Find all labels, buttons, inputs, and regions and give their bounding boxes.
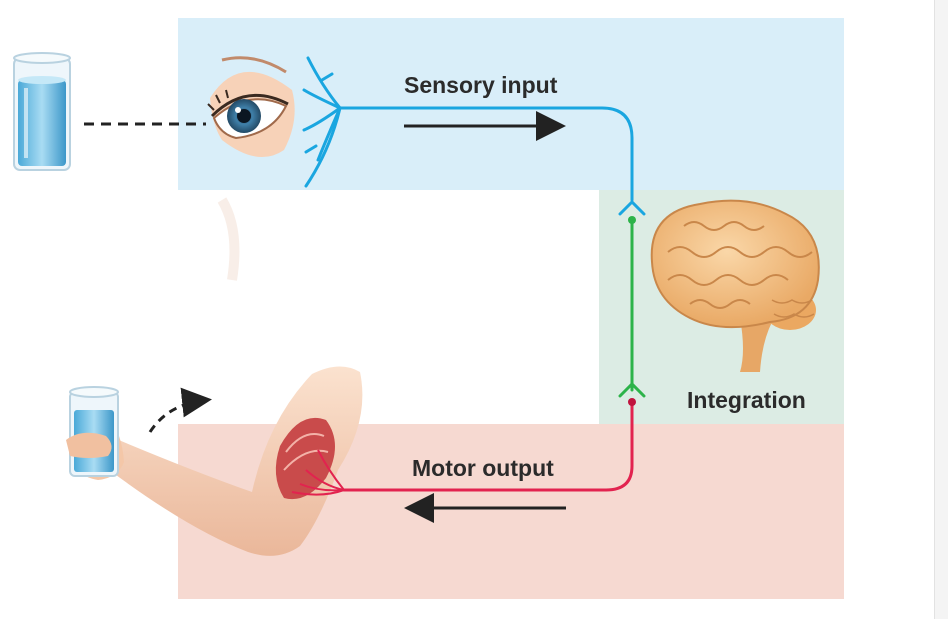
- synapse-dot-red: [628, 398, 636, 406]
- integration-nerve: [618, 220, 646, 398]
- synapse-dot-green: [628, 216, 636, 224]
- eye-icon: [207, 56, 295, 158]
- page-edge: [934, 0, 948, 619]
- water-glass-icon: [13, 52, 71, 171]
- brain-icon: [650, 199, 820, 372]
- motor-output-label: Motor output: [412, 455, 554, 481]
- integration-label: Integration: [687, 387, 806, 413]
- motion-arrow: [148, 387, 212, 433]
- sensory-input-label: Sensory input: [404, 72, 558, 98]
- face-hint: [217, 197, 240, 281]
- sensory-nerve: [302, 56, 646, 216]
- arm-with-glass-icon: [66, 366, 363, 556]
- motor-nerve: [342, 402, 634, 492]
